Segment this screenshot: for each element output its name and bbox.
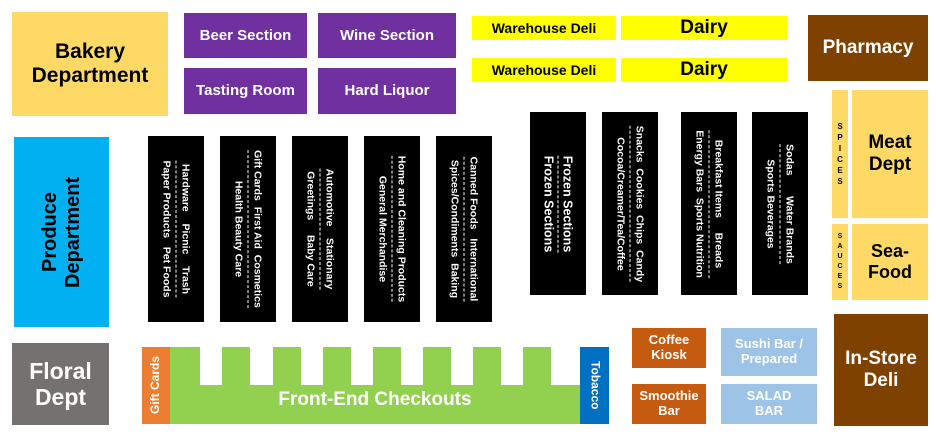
meat-label: Meat Dept [868, 132, 912, 175]
wine-section: Wine Section [318, 13, 456, 58]
warehouse-deli-1-label: Warehouse Deli [491, 19, 597, 36]
beer-section: Beer Section [184, 13, 307, 58]
aisle-7: Snacks Cookies Chips Candy Cocoa/Creamer/… [602, 112, 658, 295]
aisle-1: Hardware Picnic Trash Paper Products Pet … [148, 136, 204, 322]
smoothie-bar: Smoothie Bar [632, 384, 706, 424]
aisle-9-right: Sports Beverages [764, 158, 777, 249]
seafood-department: Sea-Food [852, 224, 928, 300]
wine-label: Wine Section [339, 26, 435, 44]
aisle-2: Gift Cards First Aid Cosmetics Health Bea… [220, 136, 276, 322]
spices-letter: E [837, 166, 843, 175]
salad-bar-label: SALAD BAR [746, 388, 792, 418]
dairy-1-label: Dairy [680, 17, 728, 39]
aisle-8-left: Breakfast Items Breads [712, 139, 725, 268]
sushi-bar-label: Sushi Bar / Prepared [735, 336, 803, 366]
checkout-lanes-shape [170, 347, 580, 424]
warehouse-deli-2-label: Warehouse Deli [491, 61, 597, 78]
aisle-8: Breakfast Items Breads Energy Bars Sports… [681, 112, 737, 295]
aisle-3-right: Greetings Baby Care [304, 171, 317, 287]
produce-label: Produce Department [38, 176, 84, 288]
pharmacy-label: Pharmacy [822, 37, 914, 59]
spices-letter: I [838, 144, 842, 153]
meat-department: Meat Dept [852, 90, 928, 218]
aisle-3-left: Automotive Stationary [323, 168, 336, 290]
aisle-4-left: Home and Cleaning Products [395, 155, 408, 303]
aisle-7-left: Snacks Cookies Chips Candy [633, 125, 646, 282]
aisle-2-left: Gift Cards First Aid Cosmetics [251, 150, 264, 308]
aisle-divider [708, 129, 710, 278]
bakery-department: Bakery Department [12, 12, 168, 116]
spices-strip: S P I C E S [832, 90, 848, 218]
aisle-8-right: Energy Bars Sports Nutrition [693, 129, 706, 278]
gift-cards-label: Gift Cards [148, 356, 163, 415]
salad-bar: SALAD BAR [721, 384, 817, 424]
smoothie-bar-label: Smoothie Bar [639, 388, 699, 418]
spices-letter: P [837, 133, 843, 142]
produce-department: Produce Department [14, 137, 109, 327]
aisle-9: Sodas Water Brands Sports Beverages [752, 112, 808, 295]
seafood-label: Sea-Food [868, 241, 912, 282]
bakery-label: Bakery Department [31, 39, 149, 87]
aisle-5-left: Canned Foods International [467, 156, 480, 302]
tobacco: Tobacco [580, 347, 609, 424]
aisle-divider [391, 155, 393, 303]
tobacco-label: Tobacco [588, 361, 603, 410]
floral-label: Floral Dept [29, 357, 92, 410]
sauces-strip: S A U C E S [832, 224, 848, 300]
aisle-divider [175, 160, 177, 298]
pharmacy: Pharmacy [808, 15, 928, 81]
sushi-bar: Sushi Bar / Prepared [721, 328, 817, 376]
sauces-letter: S [837, 233, 843, 240]
aisle-divider [463, 156, 465, 302]
aisle-divider [629, 125, 631, 282]
gift-cards: Gift Cards [142, 347, 170, 424]
aisle-5-right: Spices/Condiments Baking [448, 159, 461, 299]
sauces-letter: A [837, 243, 843, 250]
checkout-lanes-graphic [170, 347, 580, 424]
aisle-1-right: Paper Products Pet Foods [160, 160, 173, 298]
instore-deli-label: In-Store Deli [845, 348, 917, 391]
warehouse-deli-2: Warehouse Deli [472, 58, 616, 82]
aisle-2-right: Health Beauty Care [232, 180, 245, 278]
spices-letter: S [837, 122, 843, 131]
tasting-label: Tasting Room [196, 82, 295, 100]
dairy-2: Dairy [621, 58, 787, 82]
coffee-kiosk: Coffee Kiosk [632, 328, 706, 368]
floral-department: Floral Dept [12, 343, 109, 425]
sauces-letter: S [837, 283, 843, 290]
checkouts-label: Front-End Checkouts [278, 389, 472, 410]
aisle-6-right: Frozen Sections [541, 155, 556, 252]
beer-label: Beer Section [199, 26, 292, 44]
sauces-letter: U [837, 253, 843, 260]
spices-letter: C [837, 155, 843, 164]
warehouse-deli-1: Warehouse Deli [472, 16, 616, 40]
checkout-area: Front-End Checkouts [170, 347, 580, 424]
aisle-divider [557, 155, 559, 252]
aisle-3: Automotive Stationary Greetings Baby Care [292, 136, 348, 322]
aisle-4-right: General Merchandise [376, 175, 389, 283]
aisle-divider [319, 168, 321, 290]
sauces-letter: C [837, 263, 843, 270]
coffee-kiosk-label: Coffee Kiosk [648, 332, 690, 362]
instore-deli: In-Store Deli [834, 314, 928, 426]
aisle-7-right: Cocoa/Creamer/Tea/Coffee [614, 136, 627, 271]
hard-liquor: Hard Liquor [318, 68, 456, 114]
spices-letter: S [837, 177, 843, 186]
aisle-1-left: Hardware Picnic Trash [179, 163, 192, 295]
sauces-letter: E [837, 273, 843, 280]
aisle-divider [779, 143, 781, 264]
tasting-room: Tasting Room [184, 68, 307, 114]
dairy-1: Dairy [621, 16, 787, 40]
aisle-4: Home and Cleaning Products General Mercha… [364, 136, 420, 322]
aisle-5: Canned Foods International Spices/Condime… [436, 136, 492, 322]
aisle-9-left: Sodas Water Brands [783, 143, 796, 264]
aisle-6: Frozen Sections Frozen Sections [530, 112, 586, 295]
aisle-6-left: Frozen Sections [560, 155, 575, 252]
dairy-2-label: Dairy [680, 59, 728, 81]
aisle-divider [247, 150, 249, 308]
liquor-label: Hard Liquor [344, 82, 430, 100]
